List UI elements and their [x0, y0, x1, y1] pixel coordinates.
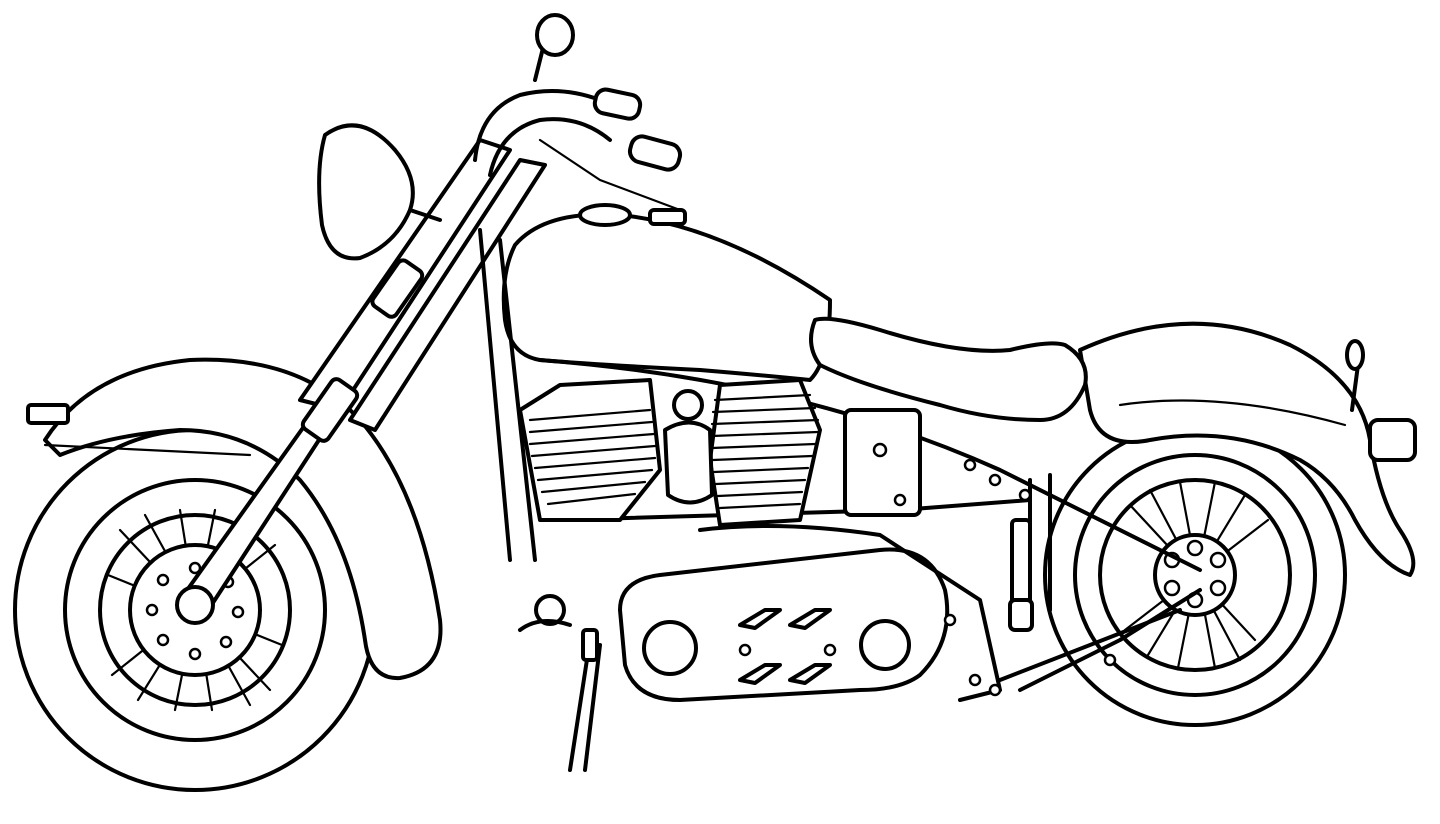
primary-cover: [618, 524, 1002, 702]
kickstand: [518, 594, 602, 772]
rear-fender: [1078, 321, 1417, 577]
rear-wheel: [1043, 423, 1347, 727]
fuel-tank: [501, 203, 832, 382]
rear-shock: [1008, 518, 1034, 632]
headlight: [317, 123, 442, 261]
handlebars: [473, 13, 683, 212]
engine: [518, 378, 922, 527]
seat: [809, 316, 1088, 422]
frame-bolts: [893, 458, 1117, 697]
front-fork: [175, 138, 547, 625]
front-fender: [26, 357, 443, 681]
